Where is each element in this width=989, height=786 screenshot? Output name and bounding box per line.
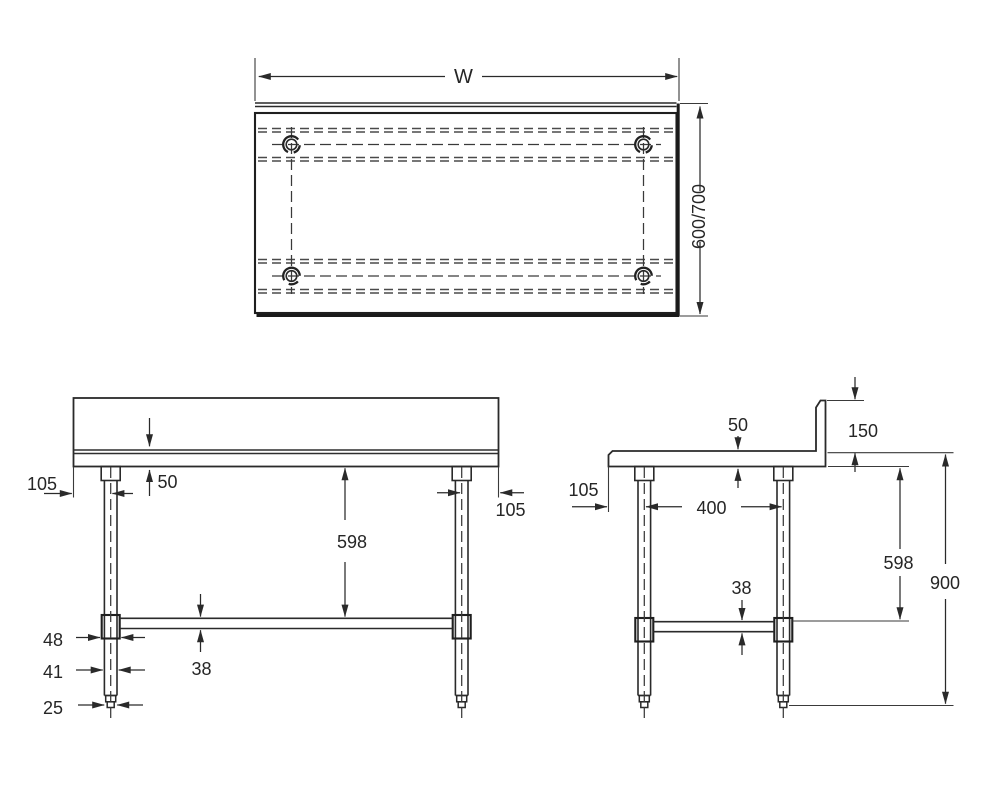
dim-splashback-height: 150 bbox=[827, 377, 878, 472]
dim-right-overhang: 105 bbox=[437, 489, 526, 520]
dim-depth: 600/700 bbox=[680, 102, 709, 317]
dim-label-leg-width: 41 bbox=[43, 662, 63, 682]
front-right-leg bbox=[451, 465, 473, 722]
dim-leg-spacing: 400 bbox=[645, 498, 783, 518]
dim-rail-thickness-front: 38 bbox=[191, 594, 212, 679]
leg-position-marker bbox=[634, 135, 653, 154]
dim-label-left-overhang: 105 bbox=[27, 474, 57, 494]
dim-label-splashback-height: 150 bbox=[848, 421, 878, 441]
side-front-leg bbox=[633, 465, 655, 722]
dim-apron-height: 50 bbox=[145, 418, 178, 496]
dim-label-apron-height: 50 bbox=[158, 472, 178, 492]
dim-sleeve-width: 48 bbox=[43, 630, 145, 650]
dim-overall-height: 900 bbox=[789, 452, 960, 707]
dim-underbar-height-side: 598 bbox=[792, 465, 914, 622]
side-rail bbox=[653, 620, 775, 633]
dim-underbar-height-front: 598 bbox=[337, 467, 367, 618]
front-view: 50 105 105 598 38 48 bbox=[27, 397, 526, 722]
dim-label-underbar-height-side: 598 bbox=[883, 553, 913, 573]
dim-label-top-clearance: 50 bbox=[728, 415, 748, 435]
front-left-leg bbox=[100, 465, 121, 722]
dim-label-overall-height: 900 bbox=[930, 573, 960, 593]
leg-position-marker bbox=[282, 266, 301, 286]
dim-left-overhang: 105 bbox=[27, 474, 133, 498]
front-edge-extensions bbox=[72, 467, 500, 498]
leg-position-marker bbox=[634, 266, 653, 286]
dim-front-overhang-side: 105 bbox=[568, 480, 608, 511]
plan-leg-centerlines bbox=[272, 127, 661, 294]
dim-label-sleeve-width: 48 bbox=[43, 630, 63, 650]
dim-leg-width: 41 bbox=[43, 662, 145, 682]
dim-foot-width: 25 bbox=[43, 698, 143, 718]
dim-label-rail-thickness-front: 38 bbox=[191, 659, 211, 679]
side-worktop-splashback-outline bbox=[607, 399, 827, 468]
front-worktop-lines bbox=[73, 449, 499, 455]
dim-label-foot-width: 25 bbox=[43, 698, 63, 718]
dim-label-rail-thickness-side: 38 bbox=[731, 578, 751, 598]
dim-rail-thickness-side: 38 bbox=[731, 578, 752, 655]
front-top-outline bbox=[72, 397, 500, 468]
side-rear-leg bbox=[772, 465, 794, 722]
dim-label-right-overhang: 105 bbox=[495, 500, 525, 520]
dim-label-width: W bbox=[454, 66, 473, 88]
dim-top-clearance: 50 bbox=[728, 415, 748, 488]
plan-tabletop-outline bbox=[253, 111, 678, 315]
dim-label-underbar-height-front: 598 bbox=[337, 532, 367, 552]
dim-label-leg-spacing: 400 bbox=[696, 498, 726, 518]
dim-label-depth: 600/700 bbox=[689, 184, 709, 249]
dim-width: W bbox=[254, 58, 680, 101]
plan-view: W 600/700 bbox=[253, 58, 709, 317]
plan-hidden-rails bbox=[258, 127, 674, 294]
side-view: 50 150 105 400 38 bbox=[568, 377, 960, 722]
dim-label-front-overhang-side: 105 bbox=[568, 480, 598, 500]
plan-edge-shadow bbox=[256, 103, 680, 317]
plan-splashback-band bbox=[255, 102, 677, 108]
front-rail bbox=[119, 617, 453, 630]
